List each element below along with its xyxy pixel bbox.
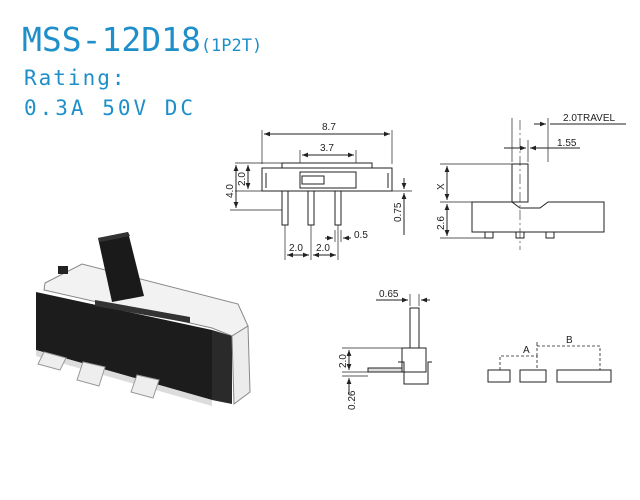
schematic-label-b: B — [566, 335, 573, 346]
front-view-drawing: 8.7 3.7 2.0 4.0 0.75 2.0 2.0 0.5 — [225, 122, 412, 260]
dim-total-height: 4.0 — [225, 184, 236, 198]
dim-pin-detail-height: 2.0 — [338, 354, 349, 368]
side-view-drawing: 2.0TRAVEL 1.55 X 2.6 — [436, 113, 626, 250]
dim-pitch-1: 2.0 — [289, 243, 303, 254]
rating-value: 0.3A 50V DC — [24, 96, 197, 120]
dim-body-height: 2.6 — [436, 216, 447, 230]
rating-label: Rating: — [24, 66, 127, 90]
dim-actuator: 1.55 — [557, 138, 577, 149]
dim-inner-width: 3.7 — [320, 143, 334, 154]
dim-top-height: 2.0 — [237, 172, 248, 186]
dim-pin-detail-width: 0.65 — [379, 289, 399, 300]
product-title: MSS-12D18(1P2T) — [22, 20, 262, 59]
dim-pin-width: 0.5 — [354, 230, 368, 241]
contact-schematic: A B — [487, 335, 612, 383]
dim-width: 8.7 — [322, 122, 336, 133]
switch-product-photo — [36, 232, 251, 406]
schematic-label-a: A — [523, 345, 530, 356]
dim-x: X — [436, 183, 447, 190]
dim-pin-thickness: 0.75 — [393, 202, 404, 222]
pin-detail-drawing: 0.65 2.0 0.26 — [338, 289, 432, 410]
dim-pitch-2: 2.0 — [316, 243, 330, 254]
dim-travel: 2.0TRAVEL — [563, 113, 615, 124]
model-name: MSS-12D18 — [22, 20, 201, 59]
dim-pin-detail-thickness: 0.26 — [347, 390, 358, 410]
pole-config: (1P2T) — [200, 36, 263, 56]
